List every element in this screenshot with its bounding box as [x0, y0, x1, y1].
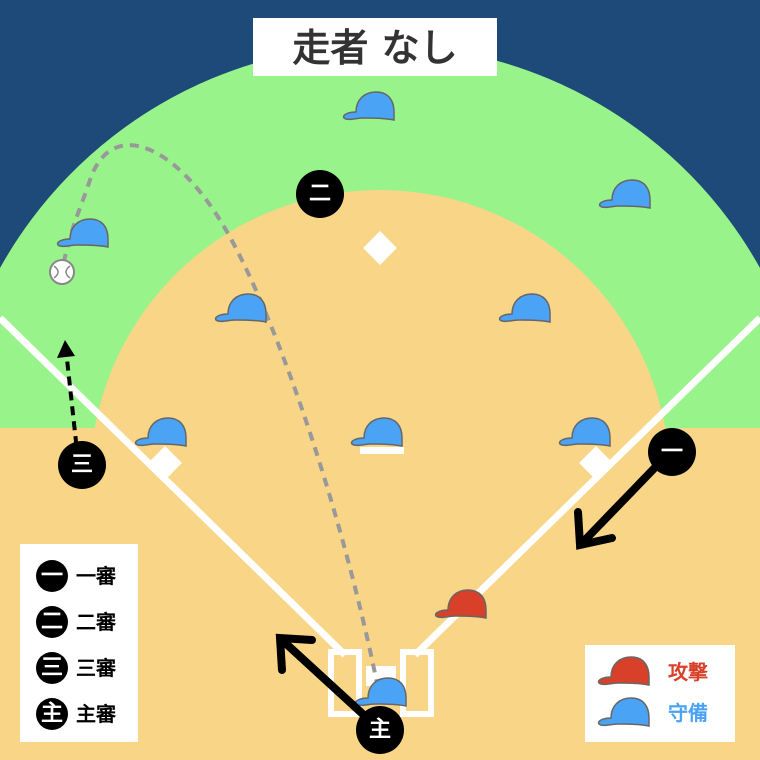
pitchers-plate: [360, 447, 404, 454]
legend-item: 主主審: [36, 698, 117, 730]
umpire-second: 二: [296, 170, 344, 218]
svg-text:主審: 主審: [76, 702, 117, 726]
legend-item: 二二審: [36, 606, 117, 638]
svg-text:二審: 二審: [76, 610, 117, 634]
baseball-icon: [49, 259, 75, 285]
offense-label: 攻撃: [668, 660, 708, 684]
svg-text:三: 三: [41, 656, 63, 681]
svg-text:主: 主: [41, 702, 63, 727]
umpire-home: 主: [356, 706, 404, 754]
svg-text:二: 二: [41, 610, 63, 635]
fly-ball-trajectory: [62, 143, 380, 689]
third-base: [148, 446, 182, 480]
title-box: [253, 18, 497, 76]
svg-text:一: 一: [41, 564, 63, 589]
title: 走者 なし: [292, 26, 457, 70]
right-batters-box: [400, 649, 434, 717]
umpire-first: 一: [648, 428, 696, 476]
legend-item: 三三審: [36, 652, 117, 684]
legend-item: 一一審: [36, 560, 117, 592]
svg-text:一審: 一審: [76, 564, 117, 588]
infield-dirt: [94, 189, 666, 428]
second-base: [363, 231, 397, 265]
svg-text:三審: 三審: [76, 656, 117, 680]
umpire-third: 三: [58, 441, 106, 489]
team-legend: 攻撃 守備: [585, 645, 735, 742]
svg-text:二: 二: [309, 182, 331, 207]
svg-text:一: 一: [661, 440, 683, 465]
svg-text:主: 主: [369, 718, 391, 743]
arrow-head-icon: [57, 340, 75, 358]
third-umpire-path: [64, 349, 80, 461]
svg-text:三: 三: [71, 453, 93, 478]
defense-label: 守備: [668, 701, 708, 725]
first-base: [579, 446, 613, 480]
baseball-seams-icon: [53, 265, 71, 279]
umpire-legend: 一一審 二二審 三三審 主主審: [20, 544, 138, 742]
